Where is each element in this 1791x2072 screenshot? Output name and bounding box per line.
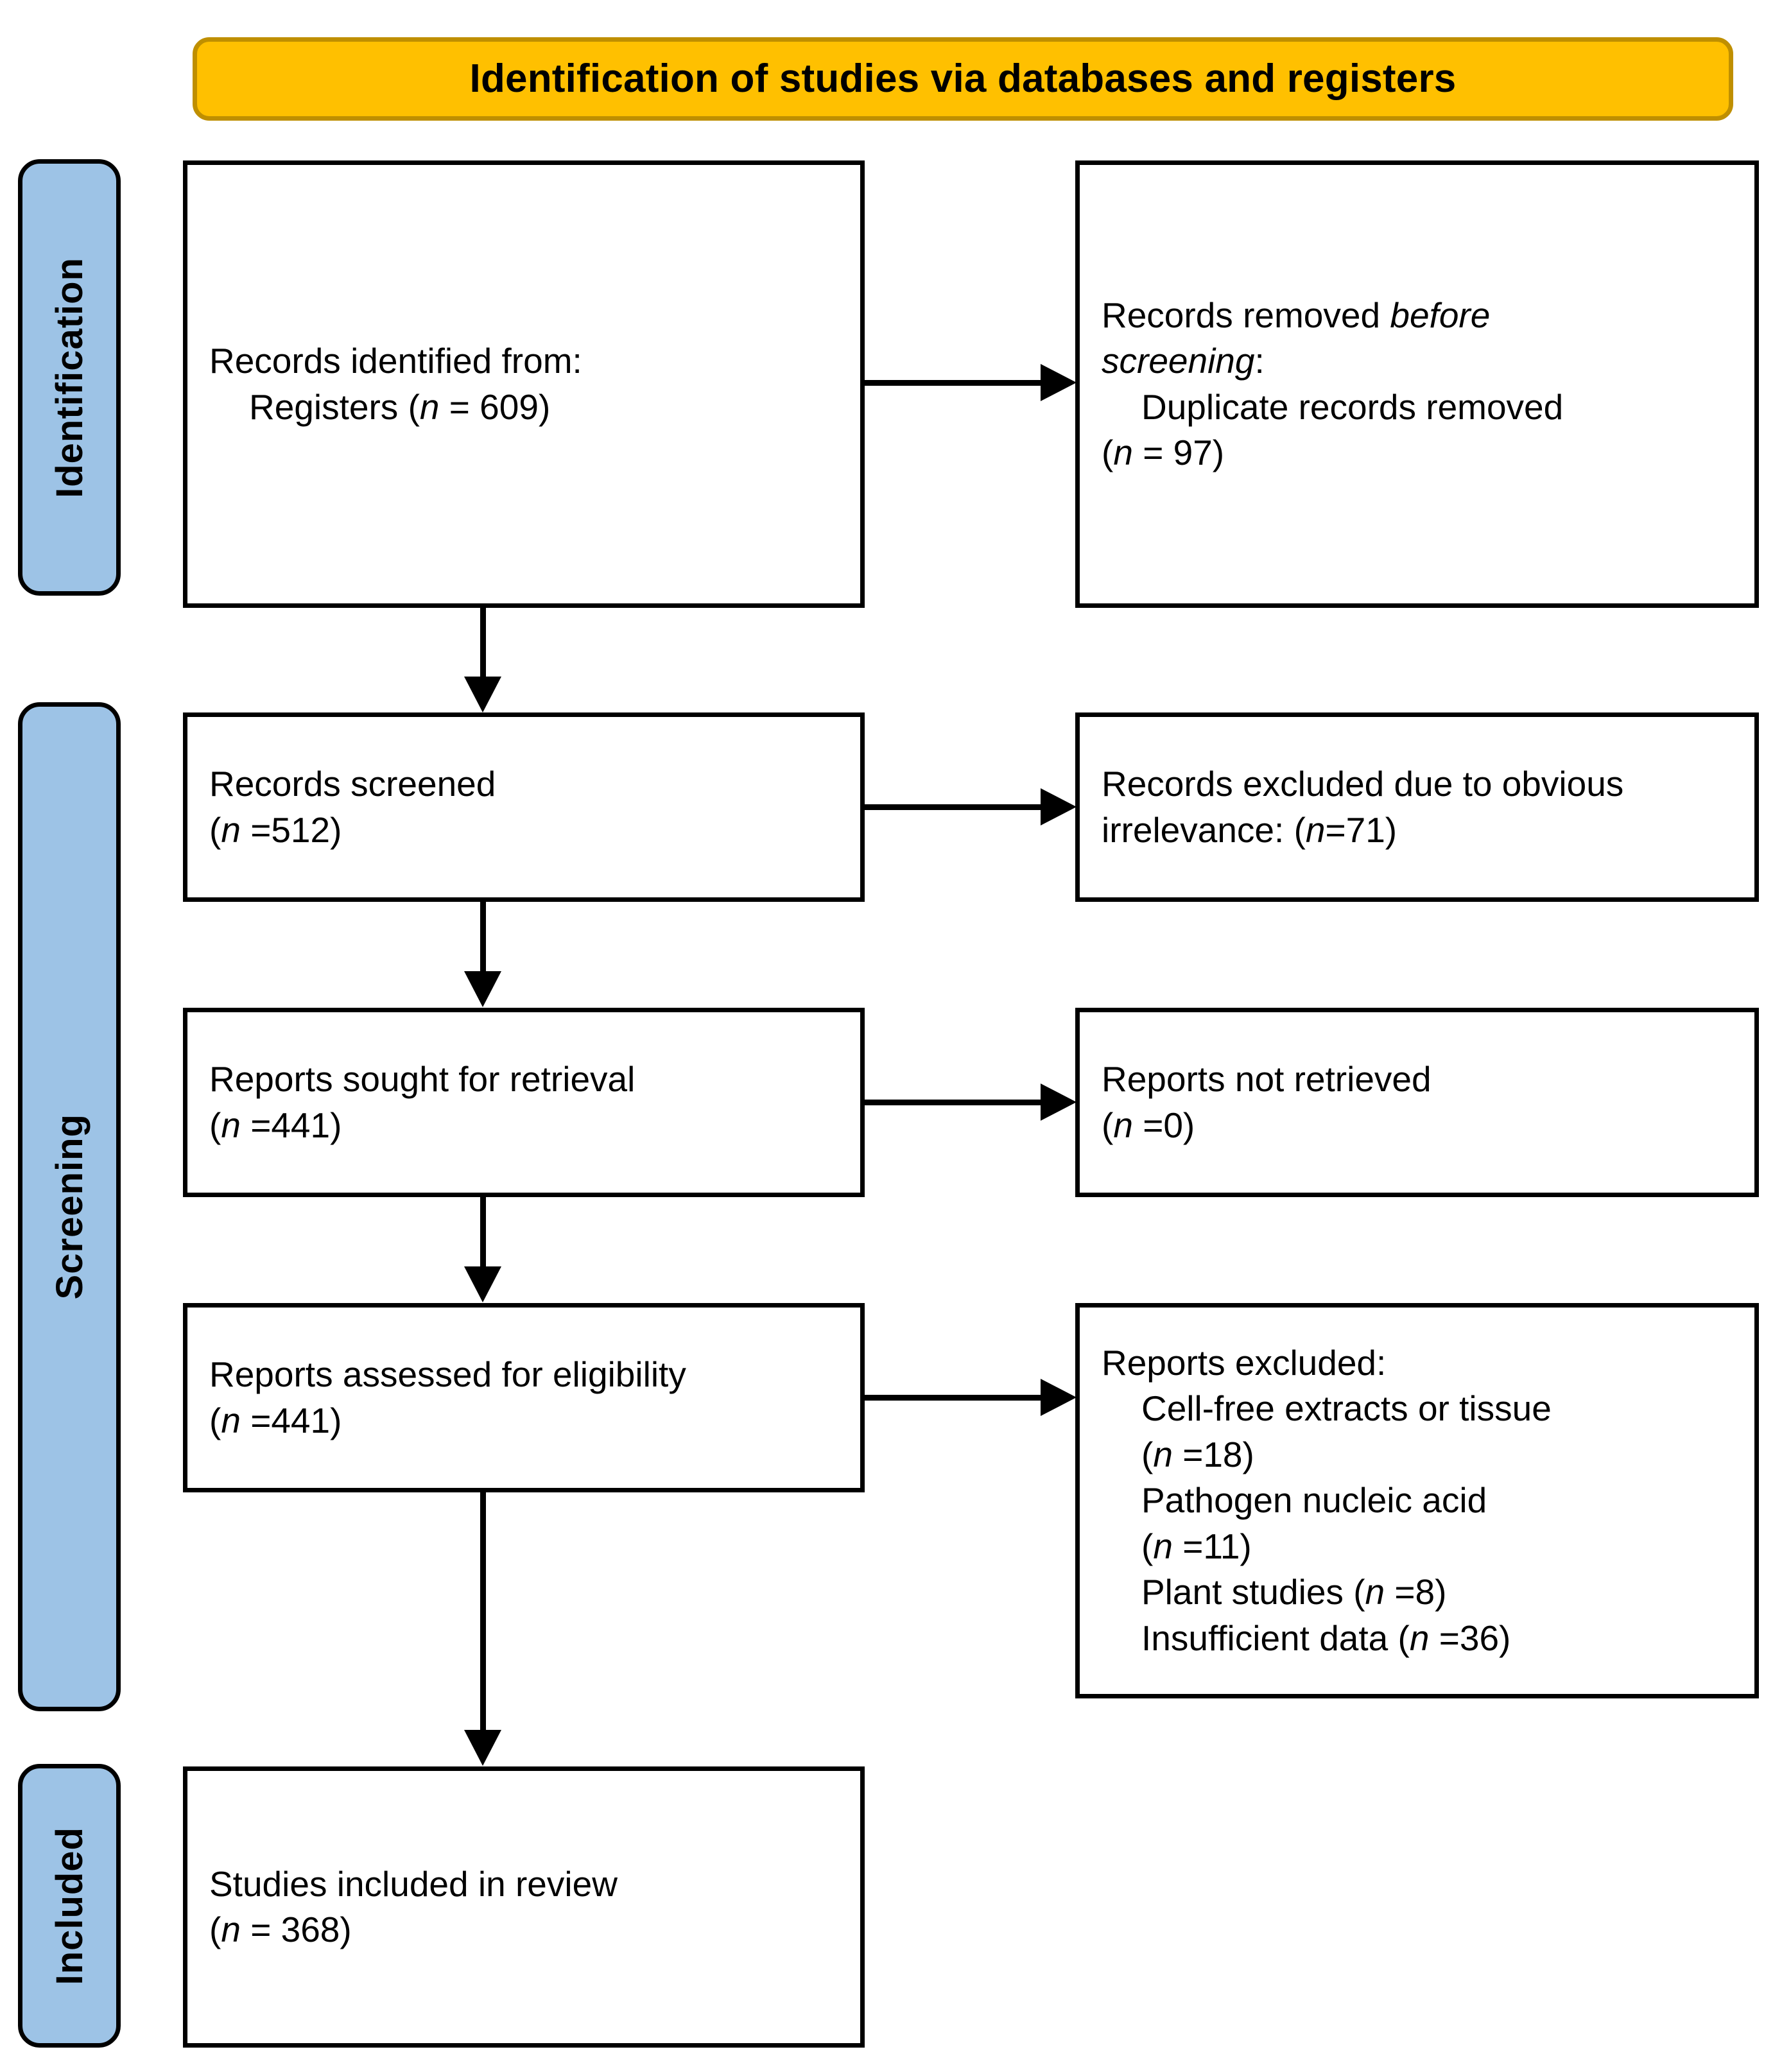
arrow-sought-to-assessed <box>480 1197 486 1266</box>
records-removed-line-1: Records removed before <box>1102 295 1491 335</box>
reports-not-retrieved-line-1: Reports not retrieved <box>1102 1059 1432 1099</box>
banner-title: Identification of studies via databases … <box>469 56 1457 101</box>
records-identified-line-1: Records identified from: <box>209 341 582 381</box>
arrow-assessed-to-reports-excluded-head <box>1041 1379 1077 1416</box>
diagram-header-banner: Identification of studies via databases … <box>193 37 1733 121</box>
box-reports-excluded: Reports excluded: Cell-free extracts or … <box>1075 1303 1759 1698</box>
reports-excluded-line-7: Insufficient data (n =36) <box>1141 1618 1511 1658</box>
box-reports-sought-for-retrieval: Reports sought for retrieval (n =441) <box>183 1008 865 1197</box>
records-screened-line-2: (n =512) <box>209 809 342 850</box>
arrow-assessed-to-reports-excluded <box>865 1395 1041 1401</box>
arrow-screened-to-sought <box>480 902 486 971</box>
records-screened-line-1: Records screened <box>209 764 496 804</box>
box-studies-included-in-review: Studies included in review (n = 368) <box>183 1766 865 2048</box>
reports-excluded-line-6: Plant studies (n =8) <box>1141 1572 1447 1612</box>
box-records-removed-before-screening: Records removed before screening: Duplic… <box>1075 160 1759 608</box>
arrow-identified-to-removed <box>865 380 1041 386</box>
reports-excluded-line-3: (n =18) <box>1141 1434 1254 1474</box>
reports-sought-line-2: (n =441) <box>209 1105 342 1145</box>
box-records-screened: Records screened (n =512) <box>183 712 865 902</box>
arrow-assessed-to-included-head <box>464 1730 501 1766</box>
arrow-identified-to-screened <box>480 608 486 677</box>
records-removed-line-3: Duplicate records removed <box>1141 386 1564 427</box>
reports-excluded-line-1: Reports excluded: <box>1102 1342 1387 1383</box>
box-reports-assessed-for-eligibility: Reports assessed for eligibility (n =441… <box>183 1303 865 1492</box>
reports-excluded-line-4: Pathogen nucleic acid <box>1141 1480 1487 1521</box>
records-excluded-line-2: irrelevance: (n=71) <box>1102 809 1397 850</box>
stage-tab-screening-label: Screening <box>48 1114 91 1300</box>
reports-assessed-line-2: (n =441) <box>209 1400 342 1440</box>
arrow-screened-to-excluded <box>865 804 1041 810</box>
arrow-screened-to-sought-head <box>464 971 501 1007</box>
arrow-sought-to-assessed-head <box>464 1266 501 1302</box>
studies-included-line-2: (n = 368) <box>209 1910 352 1949</box>
box-records-identified: Records identified from: Registers (n = … <box>183 160 865 608</box>
arrow-sought-to-not-retrieved <box>865 1100 1041 1105</box>
stage-tab-included: Included <box>18 1764 121 2048</box>
reports-assessed-line-1: Reports assessed for eligibility <box>209 1354 686 1394</box>
arrow-identified-to-screened-head <box>464 677 501 712</box>
reports-excluded-line-2: Cell-free extracts or tissue <box>1141 1388 1552 1429</box>
studies-included-line-1: Studies included in review <box>209 1863 618 1904</box>
records-identified-line-2: Registers (n = 609) <box>249 386 551 427</box>
records-removed-line-2: screening: <box>1102 341 1265 381</box>
stage-tab-screening: Screening <box>18 702 121 1711</box>
arrow-assessed-to-included <box>480 1492 486 1730</box>
box-reports-not-retrieved: Reports not retrieved (n =0) <box>1075 1008 1759 1197</box>
reports-sought-line-1: Reports sought for retrieval <box>209 1059 636 1099</box>
box-records-excluded: Records excluded due to obvious irreleva… <box>1075 712 1759 902</box>
reports-not-retrieved-line-2: (n =0) <box>1102 1105 1195 1145</box>
stage-tab-included-label: Included <box>48 1826 91 1985</box>
reports-excluded-line-5: (n =11) <box>1141 1526 1252 1566</box>
arrow-sought-to-not-retrieved-head <box>1041 1083 1077 1121</box>
arrow-screened-to-excluded-head <box>1041 788 1077 825</box>
stage-tab-identification-label: Identification <box>48 257 91 498</box>
records-removed-line-4: (n = 97) <box>1102 433 1225 472</box>
arrow-identified-to-removed-head <box>1041 364 1077 401</box>
stage-tab-identification: Identification <box>18 159 121 596</box>
records-excluded-line-1: Records excluded due to obvious <box>1102 764 1624 804</box>
